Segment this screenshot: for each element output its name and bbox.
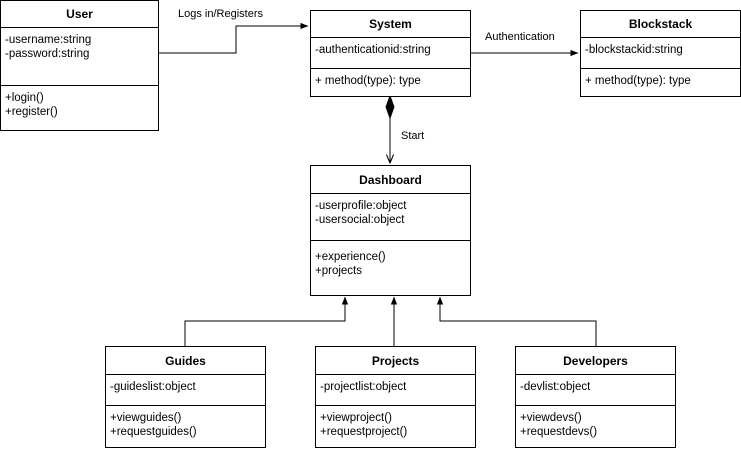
class-blockstack-methods: + method(type): type: [581, 69, 740, 88]
class-dashboard[interactable]: Dashboard -userprofile:object -usersocia…: [310, 165, 471, 296]
method: +requestdevs(): [520, 426, 598, 438]
attribute: -password:string: [5, 48, 90, 60]
attribute: -usersocial:object: [315, 214, 405, 226]
attribute: -guideslist:object: [110, 381, 196, 393]
method: +register(): [5, 106, 58, 118]
attribute: -devlist:object: [520, 381, 591, 393]
guides-dashboard-association: [184, 296, 349, 346]
class-user-title: User: [1, 1, 158, 28]
class-user-methods: +login() +register(): [1, 86, 158, 119]
composition-diamond: [385, 94, 395, 120]
method: + method(type): type: [315, 75, 421, 87]
class-user-attributes: -username:string -password:string: [1, 28, 158, 86]
method: + method(type): type: [585, 75, 691, 87]
class-system-title: System: [311, 11, 470, 38]
method: +experience(): [315, 251, 386, 263]
method: +projects: [315, 265, 362, 277]
method: +viewguides(): [110, 412, 182, 424]
class-system[interactable]: System -authenticationid:string + method…: [310, 10, 471, 97]
class-system-attributes: -authenticationid:string: [311, 38, 470, 69]
method: +requestproject(): [320, 426, 408, 438]
class-system-methods: + method(type): type: [311, 69, 470, 88]
class-projects-attributes: -projectlist:object: [316, 375, 475, 406]
class-dashboard-methods: +experience() +projects: [311, 241, 470, 278]
class-projects-title: Projects: [316, 347, 475, 375]
class-projects[interactable]: Projects -projectlist:object +viewprojec…: [315, 346, 476, 448]
attribute: -username:string: [5, 34, 92, 46]
class-guides[interactable]: Guides -guideslist:object +viewguides() …: [105, 346, 266, 448]
class-dashboard-attributes: -userprofile:object -usersocial:object: [311, 194, 470, 241]
method: +login(): [5, 92, 44, 104]
attribute: -userprofile:object: [315, 200, 407, 212]
method: +requestguides(): [110, 426, 197, 438]
class-blockstack-title: Blockstack: [581, 11, 740, 38]
class-user[interactable]: User -username:string -password:string +…: [0, 0, 159, 131]
label-logs-in-registers: Logs in/Registers: [178, 8, 263, 20]
attribute: -projectlist:object: [320, 381, 407, 393]
class-guides-title: Guides: [106, 347, 265, 375]
method: +viewdevs(): [520, 412, 582, 424]
class-guides-methods: +viewguides() +requestguides(): [106, 406, 265, 439]
class-guides-attributes: -guideslist:object: [106, 375, 265, 406]
user-system-association: [158, 22, 309, 54]
class-developers-title: Developers: [516, 347, 675, 375]
class-developers-attributes: -devlist:object: [516, 375, 675, 406]
label-authentication: Authentication: [485, 31, 555, 43]
class-blockstack-attributes: -blockstackid:string: [581, 38, 740, 69]
attribute: -blockstackid:string: [585, 44, 683, 56]
class-projects-methods: +viewproject() +requestproject(): [316, 406, 475, 439]
class-developers[interactable]: Developers -devlist:object +viewdevs() +…: [515, 346, 676, 448]
method: +viewproject(): [320, 412, 392, 424]
developers-dashboard-association: [436, 296, 597, 346]
class-developers-methods: +viewdevs() +requestdevs(): [516, 406, 675, 439]
attribute: -authenticationid:string: [315, 44, 431, 56]
label-start: Start: [401, 130, 425, 142]
class-blockstack[interactable]: Blockstack -blockstackid:string + method…: [580, 10, 741, 97]
class-dashboard-title: Dashboard: [311, 166, 470, 194]
